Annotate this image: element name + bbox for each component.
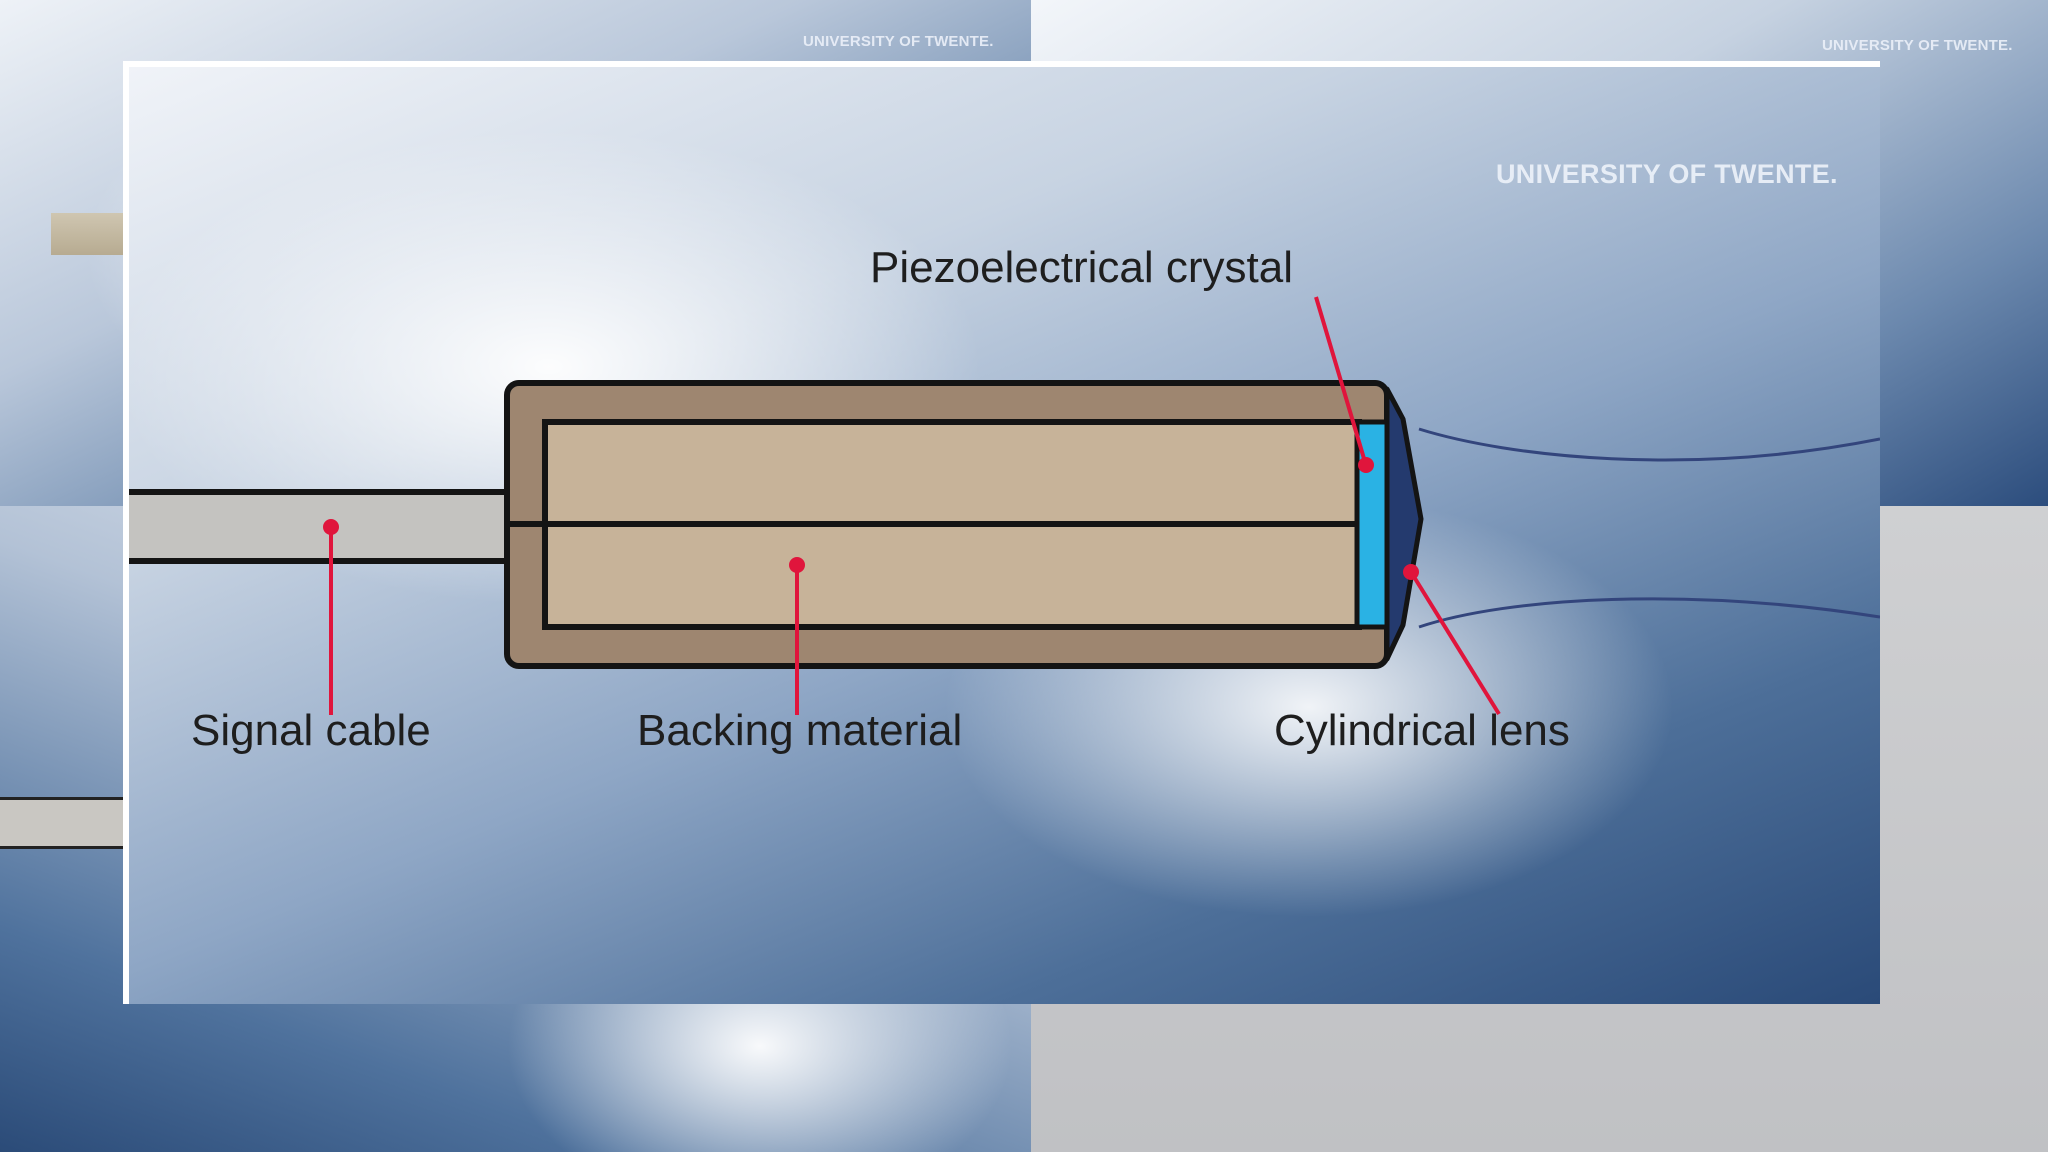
beam-line-lower <box>1418 597 1880 629</box>
beam-line-upper <box>1418 427 1880 462</box>
pointer-cylindrical-lens <box>1409 570 1501 716</box>
pointer-dot-signal-cable <box>323 519 339 535</box>
label-piezoelectrical-crystal: Piezoelectrical crystal <box>870 243 1294 292</box>
pointer-dot-piezo <box>1358 457 1374 473</box>
background-cable-stub <box>51 213 123 255</box>
main-video-panel: UNIVERSITY OF TWENTE. <box>123 61 1880 1004</box>
pointer-dot-cylindrical-lens <box>1403 564 1419 580</box>
brand-logo-text: UNIVERSITY OF TWENTE. <box>1822 37 2013 54</box>
signal-cable <box>129 492 507 561</box>
label-backing-material: Backing material <box>637 706 963 755</box>
label-signal-cable: Signal cable <box>191 706 431 755</box>
brand-logo-text: UNIVERSITY OF TWENTE. <box>1496 159 1838 189</box>
cylindrical-lens-shape <box>1384 386 1424 662</box>
pointer-dot-backing-material <box>789 557 805 573</box>
pointer-piezo <box>1314 296 1367 463</box>
transducer-diagram <box>129 296 1880 716</box>
background-cable-stub <box>0 797 124 849</box>
label-cylindrical-lens: Cylindrical lens <box>1274 706 1570 755</box>
brand-logo-text: UNIVERSITY OF TWENTE. <box>803 33 994 50</box>
